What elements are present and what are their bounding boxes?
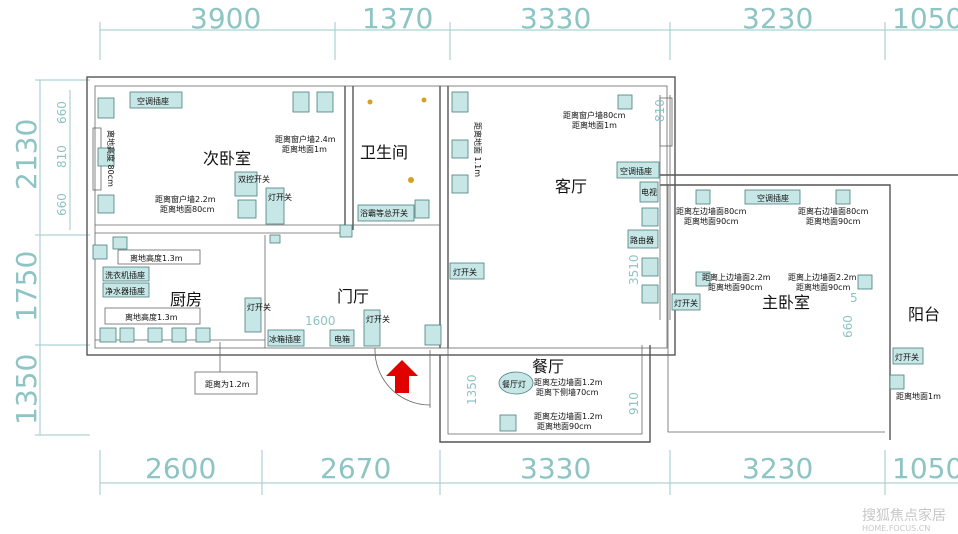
labelled-fixtures: 空调插座 双控开关 灯开关 浴霸等总开关 空调插座 电视 路由器 空调插座 灯开… [102, 91, 924, 395]
dual-switch-label: 双控开关 [238, 174, 270, 184]
room-second-bedroom: 次卧室 [203, 149, 251, 168]
left-dim-2: 1750 [10, 251, 43, 322]
light-switch-label-2: 灯开关 [453, 267, 477, 277]
room-balcony: 阳台 [908, 305, 940, 324]
inner-dim-5: 5 [850, 291, 858, 305]
bottom-dim-3: 3330 [520, 452, 591, 485]
router-label: 路由器 [630, 235, 654, 245]
room-dining: 餐厅 [532, 357, 564, 376]
left-dimension-bar: 2130 1750 1350 660 810 660 [10, 79, 90, 436]
top-dim-2: 1370 [362, 2, 433, 35]
annotations: 距离窗户墙2.4m 距离地面1m 离地高度 80cm 距离窗户墙2.2m 距离地… [106, 99, 941, 431]
top-dim-3: 3330 [520, 2, 591, 35]
bath-heater-label: 浴霸等总开关 [360, 208, 408, 218]
left-small-2: 810 [55, 145, 69, 168]
light-switch-label-4: 灯开关 [247, 302, 271, 312]
bottom-dim-1: 2600 [145, 452, 216, 485]
bottom-dim-4: 3230 [742, 452, 813, 485]
room-living: 客厅 [555, 177, 587, 196]
light-switch-label-5: 灯开关 [366, 314, 390, 324]
living-floor-dist: 距离地面 1.1m [473, 122, 483, 177]
dist-12-label: 距离为1.2m [205, 379, 250, 389]
watermark: 搜狐焦点家居 [862, 507, 946, 524]
living-floor-dist-2: 距离地面1m [572, 120, 617, 130]
bed-floor-dist-b: 距离地面80cm [160, 204, 215, 214]
left-wall-80: 距离左边墙面80cm [676, 206, 747, 216]
room-foyer: 门厅 [337, 287, 369, 306]
fridge-label: 电箱 [334, 334, 350, 344]
left-small-3: 660 [55, 193, 69, 216]
inner-dim-810: 810 [653, 99, 667, 122]
walls [86, 76, 958, 443]
right-wall-80: 距离右边墙面80cm [798, 206, 869, 216]
dining-left-12: 距离左边墙面1.2m [534, 377, 603, 387]
dining-light-label: 餐厅灯 [502, 379, 526, 389]
height-13-label-b: 离地高度1.3m [125, 312, 178, 322]
fixtures [92, 91, 905, 432]
floor-90-d: 距离地面90cm [796, 282, 851, 292]
floor-90-a: 距离地面90cm [684, 216, 739, 226]
top-wall-22: 距离上边墙面2.2m [788, 272, 857, 282]
inner-dim-910: 910 [627, 392, 641, 415]
floor-90-b: 距离地面90cm [806, 216, 861, 226]
bottom-dim-5: 1050 [892, 452, 958, 485]
inner-dim-1350: 1350 [465, 374, 479, 405]
bed-wall-dist-a: 距离窗户墙2.4m [275, 134, 336, 144]
bottom-dim-2: 2670 [320, 452, 391, 485]
height-13-label-a: 离地高度1.3m [130, 253, 183, 263]
fridge-socket-label: 冰箱插座 [269, 334, 301, 344]
top-dim-5: 1050 [892, 2, 958, 35]
dining-floor-90: 距离地面90cm [537, 421, 592, 431]
dining-ceiling-70: 距离下侧墙70cm [536, 387, 599, 397]
tv-label: 电视 [641, 187, 657, 197]
room-master-bedroom: 主卧室 [762, 293, 810, 312]
room-kitchen: 厨房 [170, 290, 202, 309]
left-wall-22: 距离上边墙面2.2m [702, 272, 771, 282]
left-small-1: 660 [55, 101, 69, 124]
entrance-arrow-icon [386, 360, 418, 393]
watermark-url: HOME.FOCUS.CN [862, 524, 930, 533]
balcony-floor-1m: 距离地面1m [896, 391, 941, 401]
ac-socket-label-1: 空调插座 [137, 96, 169, 106]
light-switch-label-1: 灯开关 [268, 192, 292, 202]
ac-socket-label-3: 空调插座 [757, 193, 789, 203]
top-dim-1: 3900 [190, 2, 261, 35]
left-dim-1: 2130 [10, 119, 43, 190]
inner-dim-1600: 1600 [305, 314, 336, 328]
purifier-label: 净水器插座 [105, 286, 145, 296]
room-bathroom: 卫生间 [360, 143, 408, 162]
inner-dim-660: 660 [841, 315, 855, 338]
left-dim-3: 1350 [10, 354, 43, 425]
top-dim-4: 3230 [742, 2, 813, 35]
washer-label: 洗衣机插座 [105, 270, 145, 280]
light-switch-label-6: 灯开关 [895, 352, 919, 362]
dining-left-12b: 距离左边墙面1.2m [534, 411, 603, 421]
top-dimension-bar: 3900 1370 3330 3230 1050 [99, 2, 958, 60]
floor-90-c: 距离地面90cm [708, 282, 763, 292]
inner-dim-3510: 3510 [627, 254, 641, 285]
light-switch-label-3: 灯开关 [674, 298, 698, 308]
living-win-dist: 距离窗户墙80cm [563, 110, 626, 120]
bed-floor-dist-a: 距离地面1m [282, 144, 327, 154]
room-names: 次卧室 卫生间 客厅 主卧室 厨房 门厅 餐厅 阳台 [170, 143, 940, 376]
bottom-dimension-bar: 2600 2670 3330 3230 1050 [99, 450, 958, 495]
window-height-label: 离地高度 80cm [106, 130, 116, 187]
bed-wall-dist-b: 距离窗户墙2.2m [155, 194, 216, 204]
ac-socket-label-2: 空调插座 [620, 166, 652, 176]
